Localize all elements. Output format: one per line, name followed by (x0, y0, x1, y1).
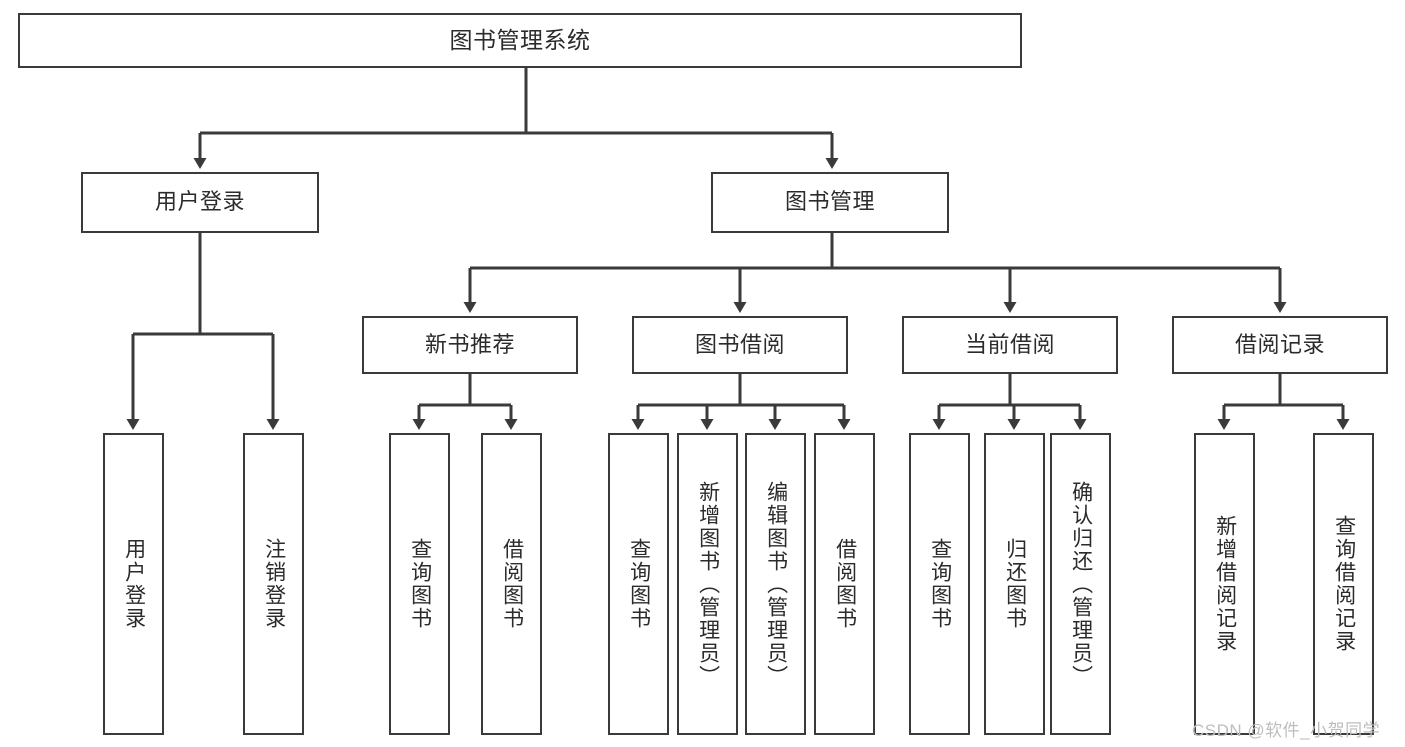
node-leaf-query-book-1[interactable]: 查询图书 (389, 433, 450, 735)
node-leaf-borrow-book-2[interactable]: 借阅图书 (814, 433, 875, 735)
node-label: 查询图书 (627, 538, 651, 630)
node-label: 图书管理系统 (449, 26, 591, 53)
node-leaf-query-book-3[interactable]: 查询图书 (909, 433, 970, 735)
node-label: 图书管理 (784, 189, 875, 215)
node-leaf-add-borrow-record[interactable]: 新增借阅记录 (1194, 433, 1255, 735)
node-root-system[interactable]: 图书管理系统 (18, 13, 1022, 68)
node-label: 新书推荐 (424, 331, 515, 357)
node-label: 新增借阅记录 (1213, 515, 1237, 653)
node-label: 查询图书 (408, 538, 432, 630)
node-leaf-edit-book-admin[interactable]: 编辑图书（管理员） (745, 433, 806, 735)
node-label: 借阅记录 (1234, 331, 1325, 357)
csdn-watermark: CSDN @软件_小贺同学 (1192, 721, 1381, 740)
node-leaf-query-book-2[interactable]: 查询图书 (608, 433, 669, 735)
node-leaf-borrow-book-1[interactable]: 借阅图书 (481, 433, 542, 735)
node-label: 新增图书（管理员） (696, 480, 720, 688)
node-label: 查询图书 (928, 538, 952, 630)
node-book-manage[interactable]: 图书管理 (711, 172, 949, 233)
node-borrow-record[interactable]: 借阅记录 (1172, 316, 1388, 374)
node-leaf-query-borrow-record[interactable]: 查询借阅记录 (1313, 433, 1374, 735)
node-label: 用户登录 (154, 189, 245, 215)
node-leaf-user-login[interactable]: 用户登录 (103, 433, 164, 735)
node-user-login[interactable]: 用户登录 (81, 172, 319, 233)
node-label: 编辑图书（管理员） (764, 480, 788, 688)
node-book-borrow[interactable]: 图书借阅 (632, 316, 848, 374)
node-label: 图书借阅 (694, 331, 785, 357)
node-label: 注销登录 (262, 538, 286, 630)
node-leaf-logout[interactable]: 注销登录 (243, 433, 304, 735)
node-leaf-confirm-return-admin[interactable]: 确认归还（管理员） (1050, 433, 1111, 735)
node-label: 当前借阅 (964, 331, 1055, 357)
node-current-borrow[interactable]: 当前借阅 (902, 316, 1118, 374)
node-label: 用户登录 (122, 538, 146, 630)
node-new-book-recommend[interactable]: 新书推荐 (362, 316, 578, 374)
node-leaf-add-book-admin[interactable]: 新增图书（管理员） (677, 433, 738, 735)
node-label: 确认归还（管理员） (1069, 480, 1093, 688)
node-label: 借阅图书 (833, 538, 857, 630)
node-leaf-return-book[interactable]: 归还图书 (984, 433, 1045, 735)
node-label: 查询借阅记录 (1332, 515, 1356, 653)
node-label: 归还图书 (1003, 538, 1027, 630)
node-label: 借阅图书 (500, 538, 524, 630)
